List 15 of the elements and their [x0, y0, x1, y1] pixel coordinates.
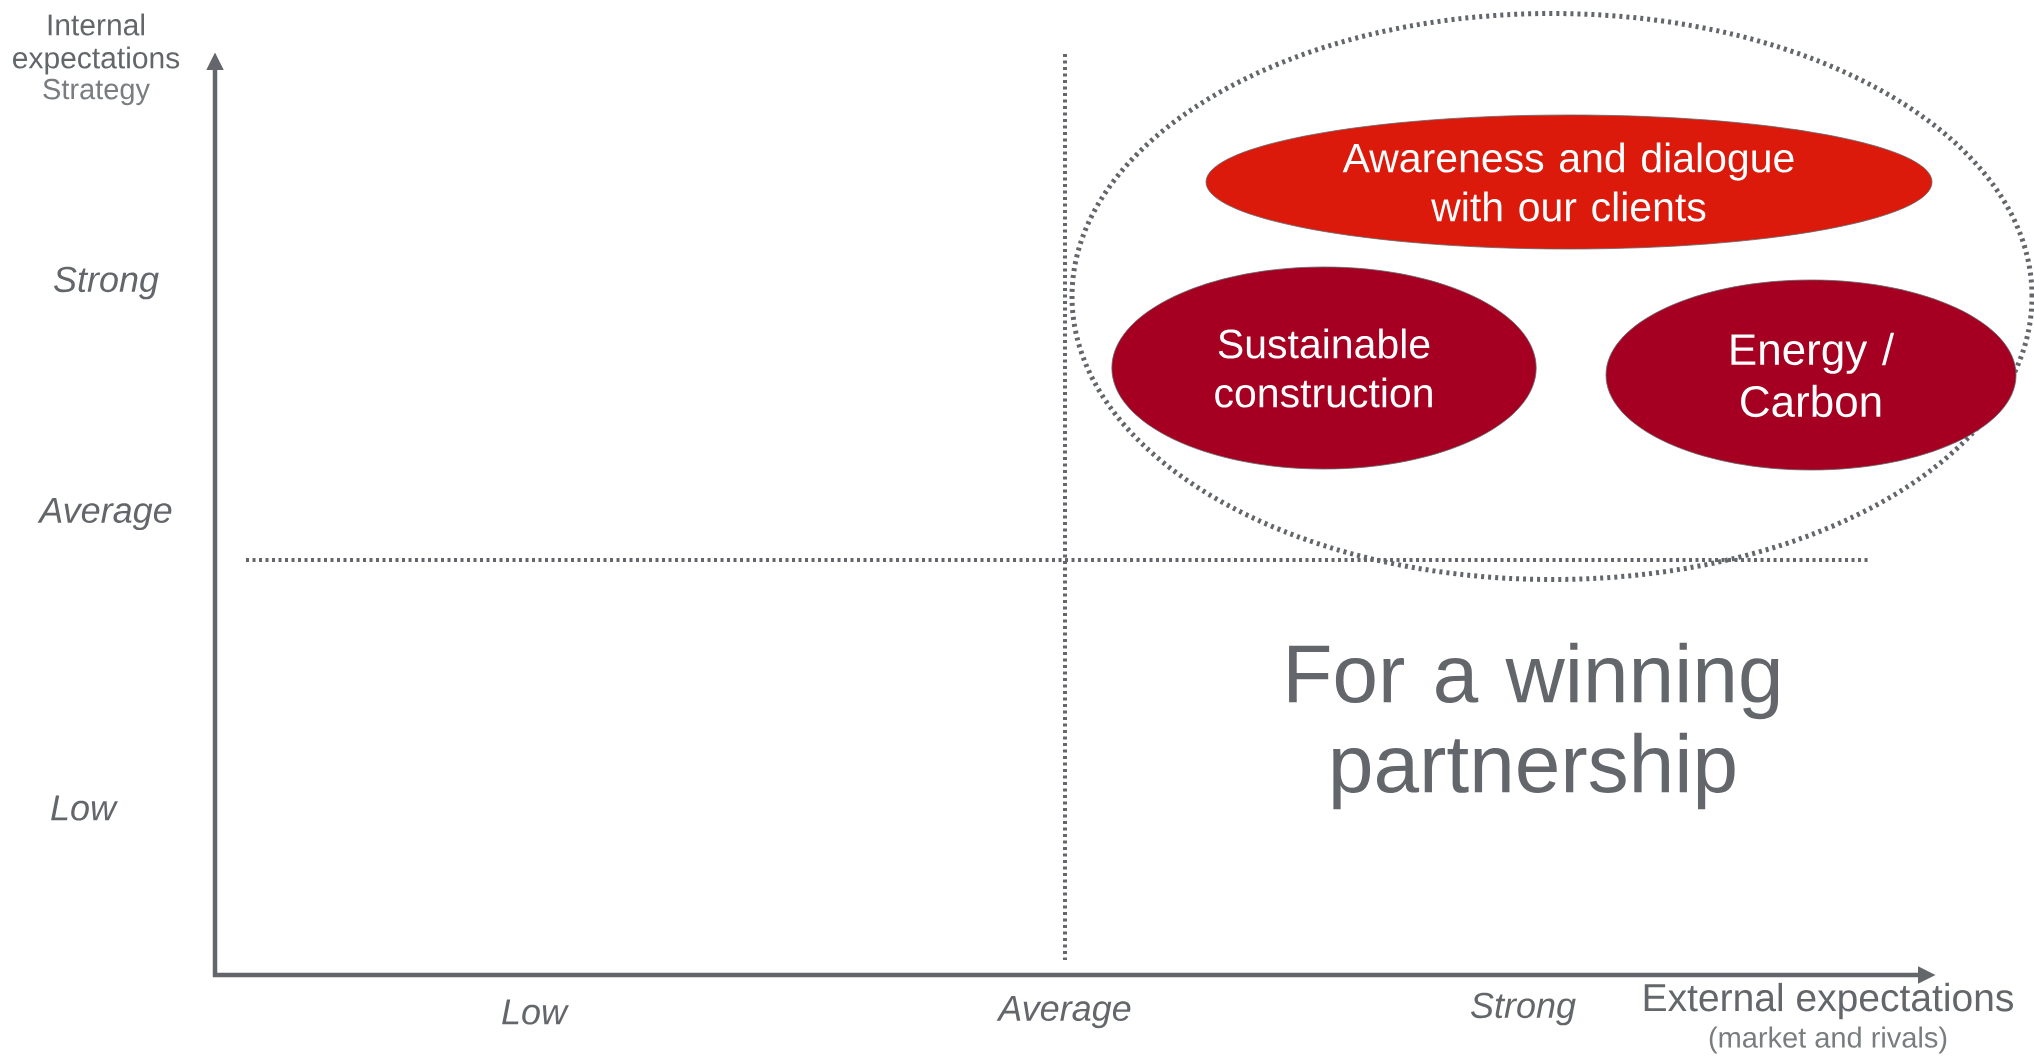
dotted-ellipse	[1069, 11, 2034, 582]
axis-title: External expectations	[1644, 982, 2013, 1020]
axis-tick-label: Low	[51, 795, 118, 821]
axis-tick-label: Average	[37, 497, 172, 531]
ellipse-node: Awareness and dialogue with our clients	[1205, 114, 1933, 250]
slogan-text: For a winning partnership	[1289, 642, 1779, 810]
axis-tick-label: Low	[502, 999, 569, 1025]
ellipse-node: Energy / Carbon	[1605, 279, 2017, 471]
axis-title: Internal expectations	[13, 13, 180, 75]
axis-subtitle: (market and rivals)	[1709, 1026, 1947, 1054]
axis-tick-label: Strong	[1471, 992, 1576, 1026]
axis-tick-label: Average	[996, 995, 1131, 1029]
ellipse-node: Sustainable construction	[1111, 266, 1537, 470]
axis-subtitle: Strategy	[43, 78, 150, 106]
axis-tick-label: Strong	[54, 266, 159, 300]
